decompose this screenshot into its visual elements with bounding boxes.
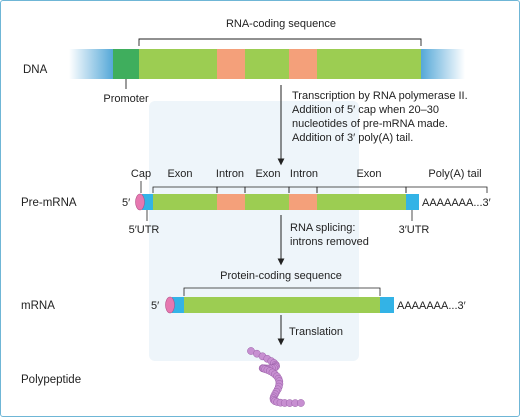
transcription-line-3: nucleotides of pre-mRNA made. bbox=[292, 118, 448, 130]
rna-coding-sequence-label: RNA-coding sequence bbox=[226, 18, 336, 30]
pre-mrna-intron-2 bbox=[289, 194, 317, 210]
dna-intron-1 bbox=[217, 49, 245, 79]
utr5-label: 5′UTR bbox=[129, 224, 160, 236]
intron-1-bracket bbox=[216, 186, 246, 193]
mrna-coding-region bbox=[184, 297, 380, 313]
pre-mrna-five-prime: 5′ bbox=[122, 197, 130, 209]
splicing-note: RNA splicing: introns removed bbox=[290, 222, 369, 248]
transcription-line-1: Transcription by RNA polymerase II. bbox=[292, 90, 468, 102]
mrna-five-prime: 5′ bbox=[151, 300, 159, 312]
rna-coding-bracket bbox=[138, 38, 422, 46]
mrna-poly-a-tail: AAAAAAA...3′ bbox=[397, 300, 466, 312]
cap-label: Cap bbox=[131, 168, 151, 180]
exon-3-bracket bbox=[316, 186, 407, 193]
exon-label-2: Exon bbox=[255, 168, 280, 180]
protein-coding-bracket bbox=[183, 287, 381, 296]
translation-label: Translation bbox=[289, 326, 343, 338]
intron-label-2: Intron bbox=[290, 168, 318, 180]
poly-a-tail-label: Poly(A) tail bbox=[428, 168, 481, 180]
row-label-dna: DNA bbox=[23, 64, 48, 76]
polypeptide-chain bbox=[247, 347, 305, 407]
promoter-label: Promoter bbox=[103, 93, 149, 105]
dna-intron-2 bbox=[289, 49, 317, 79]
dna-coding-region bbox=[139, 49, 421, 79]
pre-mrna-strand: Cap Exon Intron Exon Intron Exon Poly(A)… bbox=[122, 168, 491, 236]
pre-mrna-body bbox=[153, 194, 406, 210]
intron-2-bracket bbox=[288, 186, 318, 193]
pre-mrna-poly-a-tail: AAAAAAA...3′ bbox=[422, 197, 491, 209]
watermark-background bbox=[149, 101, 359, 361]
row-label-mrna: mRNA bbox=[21, 300, 55, 312]
poly-a-bracket bbox=[405, 186, 488, 193]
exon-2-bracket bbox=[244, 186, 290, 193]
exon-1-bracket bbox=[152, 186, 218, 193]
mrna-utr5 bbox=[172, 297, 184, 313]
dna-left-flank bbox=[69, 49, 113, 79]
row-label-polypeptide: Polypeptide bbox=[21, 374, 81, 386]
protein-coding-sequence-label: Protein-coding sequence bbox=[220, 270, 342, 282]
promoter-region bbox=[113, 49, 139, 79]
five-prime-cap bbox=[135, 193, 145, 211]
mrna-cap bbox=[165, 296, 175, 314]
utr3-label: 3′UTR bbox=[399, 224, 430, 236]
pre-mrna-utr3 bbox=[406, 194, 419, 210]
dna-strand: RNA-coding sequence Promoter bbox=[69, 18, 465, 105]
exon-label-1: Exon bbox=[167, 168, 192, 180]
mrna-utr3 bbox=[380, 297, 394, 313]
row-label-premrna: Pre-mRNA bbox=[21, 197, 77, 209]
exon-label-3: Exon bbox=[356, 168, 381, 180]
transcription-line-4: Addition of 3′ poly(A) tail. bbox=[292, 132, 413, 144]
splicing-line-1: RNA splicing: bbox=[290, 222, 355, 234]
pre-mrna-utr5 bbox=[142, 194, 153, 210]
pre-mrna-intron-1 bbox=[217, 194, 245, 210]
amino-acid-bead bbox=[297, 399, 305, 407]
dna-right-flank bbox=[421, 49, 465, 79]
splicing-line-2: introns removed bbox=[290, 236, 369, 248]
mrna-strand: Protein-coding sequence 5′ AAAAAAA...3′ bbox=[151, 270, 466, 314]
intron-label-1: Intron bbox=[216, 168, 244, 180]
transcription-note: Transcription by RNA polymerase II. Addi… bbox=[292, 90, 468, 144]
transcription-line-2: Addition of 5′ cap when 20–30 bbox=[292, 104, 439, 116]
